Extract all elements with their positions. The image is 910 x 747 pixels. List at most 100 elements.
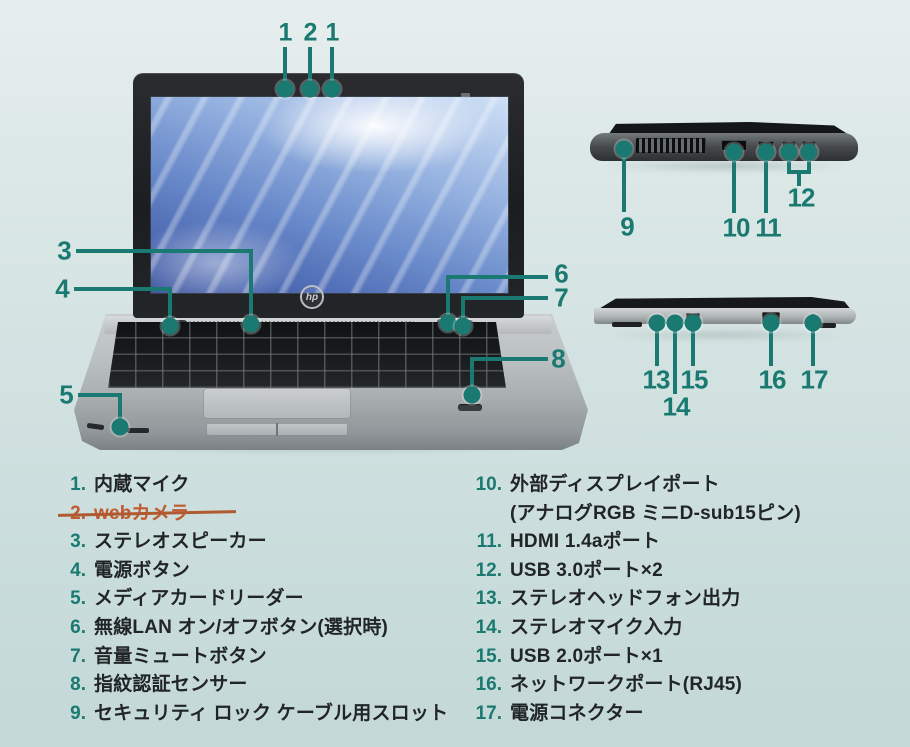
hp-logo: hp (300, 285, 324, 309)
legend-item-label-line2: (アナログRGB ミニD-sub15ピン) (510, 502, 801, 524)
callout-line-7 (461, 296, 465, 324)
callout-line-9 (622, 154, 626, 212)
legend-item-4: 4.電源ボタン (60, 557, 448, 586)
legend-item-14: 14.ステレオマイク入力 (466, 614, 801, 643)
side-right-lid-edge (598, 297, 852, 311)
legend-item-number: 10. (475, 474, 502, 495)
callout-number-10: 10 (722, 212, 751, 243)
callout-number-12: 12 (787, 182, 816, 213)
legend-right-column: 10.外部ディスプレイポート(アナログRGB ミニD-sub15ピン)11.HD… (466, 471, 801, 728)
legend-item-13: 13.ステレオヘッドフォン出力 (466, 585, 801, 614)
legend-item-number: 1. (70, 474, 86, 495)
legend-item-label: ステレオマイク入力 (510, 616, 683, 638)
callout-dot-17 (804, 314, 822, 332)
callout-line-7 (461, 296, 548, 300)
callout-line-5 (118, 393, 122, 425)
front-edge-slot (127, 428, 149, 433)
hp-logo-text: hp (305, 291, 319, 303)
callout-number-7: 7 (554, 282, 569, 313)
callout-line-10 (732, 157, 736, 213)
callout-dot-5 (111, 418, 129, 436)
legend-item-17: 17.電源コネクター (466, 700, 801, 729)
legend-item-number: 13. (475, 588, 502, 610)
callout-line-8 (470, 357, 548, 361)
legend-item-label: 外部ディスプレイポート(アナログRGB ミニD-sub15ピン) (510, 471, 801, 528)
callout-number-2: 2 (303, 18, 318, 47)
callout-line-3 (76, 249, 253, 253)
callout-line-4 (74, 287, 172, 291)
legend-item-10: 10. 外部ディスプレイポート(アナログRGB ミニD-sub15ピン) (466, 471, 801, 528)
callout-line-4 (168, 287, 172, 324)
callout-line-13 (655, 328, 659, 366)
legend-item-label: セキュリティ ロック ケーブル用スロット (94, 702, 449, 724)
callout-number-5: 5 (59, 379, 74, 410)
callout-dot-1 (323, 80, 341, 98)
callout-number-6: 6 (554, 258, 569, 289)
callout-number-3: 3 (57, 235, 72, 266)
legend-item-label: USB 3.0ポート×2 (510, 559, 663, 581)
callout-number-8: 8 (551, 343, 566, 374)
touchpad (203, 388, 351, 419)
legend-item-12: 12. USB 3.0ポート×2 (466, 557, 801, 586)
callout-line-12 (807, 157, 811, 172)
callout-number-17: 17 (800, 364, 829, 395)
callout-line-5 (78, 393, 122, 397)
callout-number-13: 13 (642, 364, 671, 395)
legend-right-list: 10.外部ディスプレイポート(アナログRGB ミニD-sub15ピン)11.HD… (466, 471, 801, 728)
legend-item-label: USB 2.0ポート×1 (510, 645, 663, 667)
callout-line-3 (249, 251, 253, 323)
callout-dot-11 (757, 143, 775, 161)
legend-item-number: 15. (475, 645, 502, 667)
legend-item-5: 5.メディアカードリーダー (60, 585, 448, 614)
legend-item-number: 3. (70, 531, 86, 553)
callout-line-12 (797, 172, 801, 186)
callout-dot-10 (725, 143, 743, 161)
callout-line-1 (283, 47, 287, 88)
legend-item-9: 9. セキュリティ ロック ケーブル用スロット (60, 700, 448, 729)
callout-line-16 (769, 328, 773, 366)
legend-item-16: 16. ネットワークポート(RJ45) (466, 671, 801, 700)
callout-number-11: 11 (755, 212, 781, 243)
legend-item-6: 6.無線LAN オン/オフボタン(選択時) (60, 614, 448, 643)
legend-item-number: 12. (475, 559, 502, 581)
legend-item-number: 8. (70, 674, 86, 696)
legend-item-label: 内蔵マイク (94, 474, 190, 495)
callout-line-2 (308, 47, 312, 88)
callout-dot-3 (242, 315, 260, 333)
legend-item-number: 16. (475, 674, 502, 696)
callout-dot-1 (276, 80, 294, 98)
rubber-foot-left (612, 322, 642, 327)
callout-dot-15 (684, 314, 702, 332)
side-view-right-shadow (600, 330, 850, 340)
legend-item-label: 無線LAN オン/オフボタン(選択時) (94, 616, 389, 638)
legend-item-number: 7. (70, 645, 86, 667)
legend-item-number: 2. (70, 502, 86, 524)
legend-item-label: 指紋認証センサー (94, 674, 248, 696)
screen-wallpaper (150, 96, 509, 294)
legend-item-15: 15. USB 2.0ポート×1 (466, 643, 801, 672)
legend-item-label: ステレオスピーカー (94, 531, 267, 553)
legend-item-number: 17. (475, 702, 502, 724)
callout-dot-8 (463, 386, 481, 404)
fingerprint-sensor (458, 404, 482, 411)
callout-number-16: 16 (758, 364, 787, 395)
callout-line-15 (691, 328, 695, 366)
callout-number-4: 4 (55, 273, 70, 304)
legend-item-number: 9. (70, 702, 86, 724)
callout-dot-13 (648, 314, 666, 332)
callout-dot-12 (800, 143, 818, 161)
callout-number-1: 1 (325, 18, 340, 47)
legend-item-3: 3. ステレオスピーカー (60, 528, 448, 557)
callout-dot-6 (439, 314, 457, 332)
side-view-right-edge (588, 291, 868, 339)
legend-item-label: 音量ミュートボタン (94, 645, 267, 667)
vent-grille (636, 138, 706, 153)
legend-item-label: ネットワークポート(RJ45) (510, 674, 743, 696)
callout-line-6 (446, 275, 548, 279)
callout-line-11 (764, 157, 768, 213)
touchpad-button-divider (276, 423, 278, 436)
rubber-foot-right (810, 323, 836, 328)
